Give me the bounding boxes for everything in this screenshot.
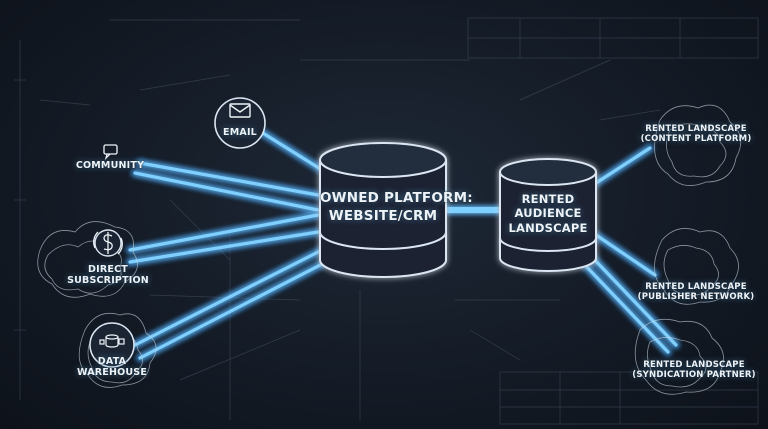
rented-audience-line3: LANDSCAPE [508,220,588,235]
direct-subscription-line2: SUBSCRIPTION [67,274,149,286]
data-warehouse-line1: DATA [97,356,127,367]
rented-audience-line2: AUDIENCE [514,206,582,221]
owned-platform-line2: WEBSITE/CRM [328,207,438,224]
owned-platform-label: OWNED PLATFORM: WEBSITE/CRM [320,190,473,225]
email-label: EMAIL [223,127,257,138]
envelope-icon [229,103,251,118]
owned-platform-line1: OWNED PLATFORM: [320,190,473,206]
syndication-partner-label: RENTED LANDSCAPE (SYNDICATION PARTNER) [624,360,764,381]
owned-platform-cylinder [319,142,447,278]
data-warehouse-line2: WAREHOUSE [76,366,148,378]
data-warehouse-node [89,322,135,368]
rented-audience-label: RENTED AUDIENCE LANDSCAPE [500,192,596,235]
syndication-partner-line1: RENTED LANDSCAPE [643,360,745,370]
blueprint-grid [14,17,759,425]
rented-audience-line1: RENTED [521,192,575,206]
syndication-partner-line2: (SYNDICATION PARTNER) [632,369,756,380]
database-stack-icon [99,334,125,348]
publisher-network-line1: RENTED LANDSCAPE [645,282,747,292]
rented-audience-cylinder [499,158,597,272]
content-platform-line1: RENTED LANDSCAPE [645,124,747,134]
connection-beams [125,125,681,363]
publisher-network-label: RENTED LANDSCAPE (PUBLISHER NETWORK) [628,282,764,303]
chat-bubble-icon [103,144,118,161]
direct-subscription-node [93,229,123,257]
dollar-cycle-icon [93,231,123,255]
publisher-network-line2: (PUBLISHER NETWORK) [637,291,755,302]
email-node [214,97,266,149]
data-warehouse-label: DATA WAREHOUSE [72,356,152,379]
content-platform-line2: (CONTENT PLATFORM) [640,133,752,144]
direct-subscription-line1: DIRECT [88,264,128,275]
direct-subscription-label: DIRECT SUBSCRIPTION [58,264,158,287]
content-platform-label: RENTED LANDSCAPE (CONTENT PLATFORM) [628,124,764,145]
community-label: COMMUNITY [75,160,145,171]
